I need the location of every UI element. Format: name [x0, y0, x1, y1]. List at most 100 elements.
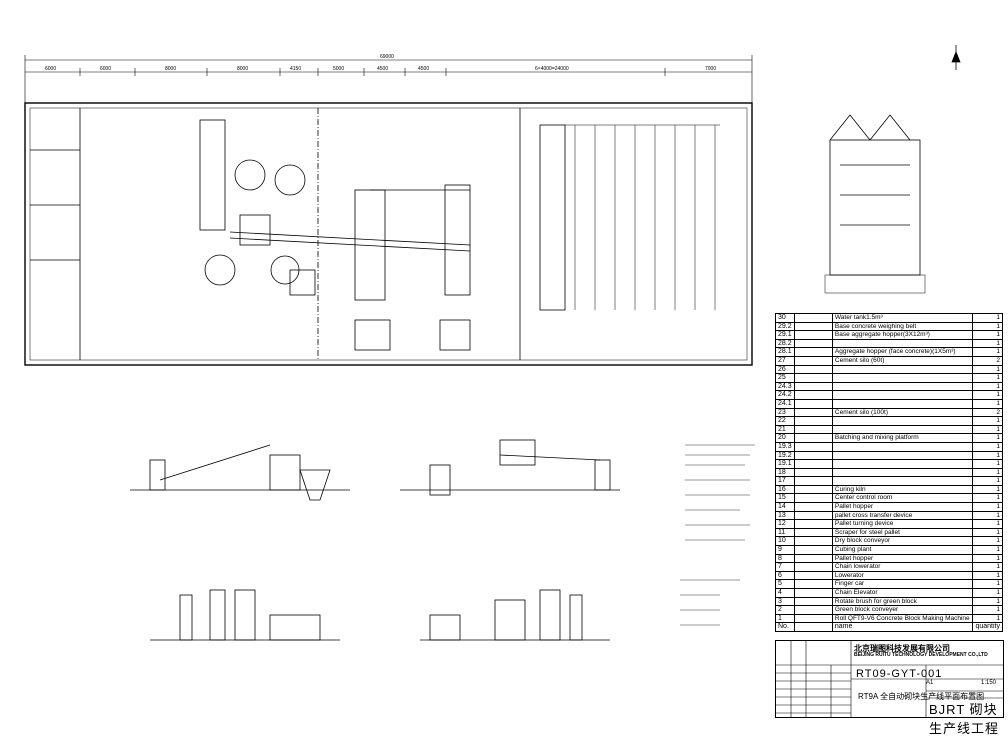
part-quantity: 1: [971, 613, 1004, 624]
part-name: Water tank1.5m³: [831, 313, 973, 323]
part-name-cn: [793, 527, 833, 538]
part-name-cn: [793, 605, 833, 615]
part-quantity: 1: [971, 338, 1004, 349]
part-quantity: 1: [971, 579, 1004, 589]
company-name-en: BEIJING RUITU TECHNOLOGY DEVELOPMENT CO.…: [854, 652, 988, 658]
part-number: 12: [775, 519, 795, 529]
section-a-a: [824, 114, 926, 294]
part-number: 26: [775, 364, 795, 375]
part-quantity: 1: [971, 467, 1004, 478]
part-name: Lowerator: [831, 570, 973, 581]
part-quantity: 1: [971, 433, 1004, 443]
part-number: 29.2: [775, 321, 795, 332]
part-name-cn: [793, 613, 833, 624]
top-dimension-lines: [24, 55, 753, 103]
part-name: Chain Elevator: [831, 588, 973, 598]
part-name: [831, 338, 973, 349]
part-name: Pallet hopper: [831, 553, 973, 564]
header-no: No.: [775, 622, 795, 632]
part-name: Green block conveyer: [831, 605, 973, 615]
part-name-cn: [793, 510, 833, 521]
part-quantity: 1: [971, 424, 1004, 435]
part-name: [831, 424, 973, 435]
part-name: Batching and mixing platform: [831, 433, 973, 443]
part-name: [831, 450, 973, 461]
elevation-views: [130, 439, 620, 641]
part-name-cn: [793, 407, 833, 418]
part-name-cn: [793, 596, 833, 607]
part-number: 29.1: [775, 330, 795, 340]
part-name: [831, 373, 973, 383]
part-name-cn: [793, 484, 833, 495]
part-name-cn: [793, 450, 833, 461]
part-quantity: 1: [971, 493, 1004, 504]
part-number: 24.1: [775, 398, 795, 409]
part-name-cn: [793, 441, 833, 452]
part-number: 11: [775, 527, 795, 538]
part-number: 9: [775, 545, 795, 555]
part-number: 4: [775, 588, 795, 598]
part-name-cn: [793, 347, 833, 357]
svg-text:4150: 4150: [290, 66, 301, 72]
part-number: 5: [775, 579, 795, 589]
part-name-cn: [793, 519, 833, 529]
part-quantity: 1: [971, 553, 1004, 564]
table-row: 21 1: [775, 424, 1004, 435]
part-quantity: 1: [971, 510, 1004, 521]
part-quantity: 1: [971, 321, 1004, 332]
part-quantity: 2: [971, 407, 1004, 418]
part-quantity: 1: [971, 347, 1004, 357]
part-name: Roll QFT9-V6 Concrete Block Making Machi…: [831, 613, 973, 624]
north-arrow-icon: [951, 45, 961, 70]
part-name-cn: [793, 364, 833, 375]
svg-text:6000: 6000: [100, 66, 111, 72]
part-quantity: 1: [971, 373, 1004, 383]
part-number: 18: [775, 467, 795, 478]
header-name-cn: [793, 622, 833, 632]
part-name: Finger car: [831, 579, 973, 589]
part-quantity: 1: [971, 441, 1004, 452]
part-number: 20: [775, 433, 795, 443]
svg-text:5000: 5000: [333, 66, 344, 72]
part-quantity: 1: [971, 536, 1004, 547]
part-name-cn: [793, 321, 833, 332]
part-name: Pallet hopper: [831, 502, 973, 512]
part-name-cn: [793, 562, 833, 572]
svg-text:69000: 69000: [380, 54, 394, 60]
part-quantity: 1: [971, 545, 1004, 555]
part-name: Scraper for steel pallet: [831, 527, 973, 538]
part-name-cn: [793, 553, 833, 564]
part-name-cn: [793, 381, 833, 392]
part-number: 10: [775, 536, 795, 547]
part-quantity: 1: [971, 416, 1004, 426]
header-quantity: quantity: [971, 622, 1004, 632]
drawing-scale: 1:150: [981, 680, 997, 686]
part-number: 21: [775, 424, 795, 435]
part-number: 30: [775, 313, 795, 323]
part-quantity: 1: [971, 330, 1004, 340]
part-number: 1: [775, 613, 795, 624]
part-name-cn: [793, 416, 833, 426]
part-number: 19.1: [775, 459, 795, 469]
part-name: Chain lowerator: [831, 562, 973, 572]
header-name: name: [831, 622, 973, 632]
part-name: [831, 398, 973, 409]
